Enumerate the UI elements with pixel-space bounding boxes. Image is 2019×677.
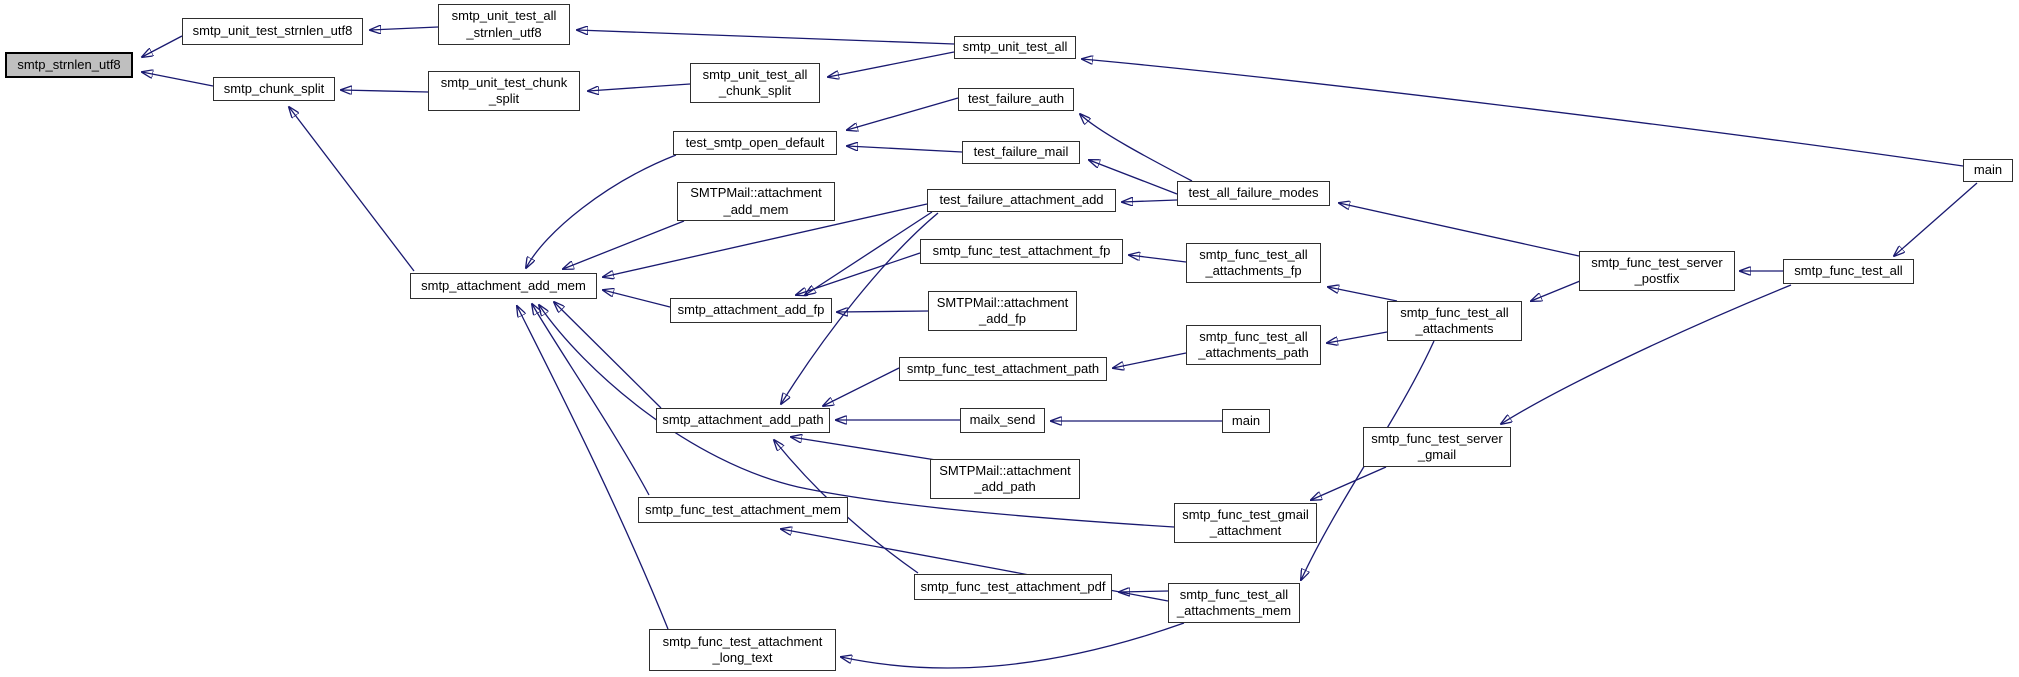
node-smtp-unit-test-chunk-split[interactable]: smtp_unit_test_chunk _split bbox=[428, 71, 580, 111]
edge-gmail_att-add_mem bbox=[539, 305, 1175, 528]
edge-open_default-add_mem bbox=[526, 154, 677, 268]
node-smtp-func-test-all-attachments[interactable]: smtp_func_test_all _attachments bbox=[1387, 301, 1522, 341]
node-smtp-chunk-split[interactable]: smtp_chunk_split bbox=[213, 77, 335, 101]
node-smtp-strnlen-utf8: smtp_strnlen_utf8 bbox=[5, 52, 133, 78]
node-test-all-failure-modes[interactable]: test_all_failure_modes bbox=[1177, 181, 1330, 206]
edge-server_postfix-all_failure bbox=[1339, 203, 1580, 257]
edge-all_chunk-unit_chunk bbox=[588, 83, 691, 91]
edge-all_atts-all_att_path bbox=[1327, 331, 1388, 343]
node-smtp-func-test-all-attachments-fp[interactable]: smtp_func_test_all _attachments_fp bbox=[1186, 243, 1321, 283]
node-smtp-unit-test-strnlen-utf8[interactable]: smtp_unit_test_strnlen_utf8 bbox=[182, 18, 363, 45]
edge-func_att_long-add_mem bbox=[517, 306, 669, 630]
node-smtp-func-test-attachment-pdf[interactable]: smtp_func_test_attachment_pdf bbox=[914, 574, 1112, 600]
edge-add_fp-add_mem bbox=[603, 290, 671, 308]
edge-chunk_split-strnlen bbox=[142, 72, 214, 87]
edge-server_postfix-all_atts bbox=[1531, 280, 1581, 301]
edge-failure_attach-add_path bbox=[781, 212, 939, 404]
edge-mail_add_mem-add_mem bbox=[563, 220, 685, 269]
edge-func_att_fp-add_fp bbox=[796, 252, 921, 295]
edge-server_gmail-gmail_att bbox=[1311, 466, 1387, 500]
edge-all_failure-failure_mail bbox=[1089, 160, 1178, 195]
node-smtp-func-test-all[interactable]: smtp_func_test_all bbox=[1783, 259, 1914, 284]
node-smtp-func-test-attachment-path[interactable]: smtp_func_test_attachment_path bbox=[899, 357, 1107, 381]
node-main-test[interactable]: main bbox=[1963, 159, 2013, 182]
edge-all_att_path-func_att_path bbox=[1113, 352, 1187, 368]
node-smtp-attachment-add-path[interactable]: smtp_attachment_add_path bbox=[656, 408, 830, 433]
node-smtpmail-attachment-add-path[interactable]: SMTPMail::attachment _add_path bbox=[930, 459, 1080, 499]
edge-failure_mail-open_default bbox=[847, 146, 963, 153]
node-test-failure-mail[interactable]: test_failure_mail bbox=[962, 141, 1080, 164]
node-test-failure-attachment-add[interactable]: test_failure_attachment_add bbox=[927, 189, 1116, 212]
edge-mail_add_path-add_path bbox=[791, 437, 937, 461]
edge-unit_all-all_chunk bbox=[828, 51, 955, 77]
edge-main_right-unit_all bbox=[1082, 59, 1964, 167]
node-test-smtp-open-default[interactable]: test_smtp_open_default bbox=[673, 131, 837, 155]
node-smtp-func-test-server-postfix[interactable]: smtp_func_test_server _postfix bbox=[1579, 251, 1735, 291]
edge-all_att_mem-func_att_long bbox=[841, 622, 1185, 669]
node-smtp-unit-test-all-strnlen-utf8[interactable]: smtp_unit_test_all _strnlen_utf8 bbox=[438, 4, 570, 45]
node-smtp-func-test-attachment-mem[interactable]: smtp_func_test_attachment_mem bbox=[638, 497, 848, 523]
edge-func_att_path-add_path bbox=[823, 367, 900, 406]
node-smtp-attachment-add-mem[interactable]: smtp_attachment_add_mem bbox=[410, 273, 597, 299]
node-smtp-unit-test-all[interactable]: smtp_unit_test_all bbox=[954, 36, 1076, 59]
edge-func_all-server_gmail bbox=[1501, 284, 1792, 424]
node-test-failure-auth[interactable]: test_failure_auth bbox=[958, 88, 1074, 111]
edge-all_att_mem-func_att_pdf bbox=[1119, 591, 1169, 592]
edge-unit_all-all_strnlen bbox=[577, 30, 955, 45]
edge-add_mem-chunk_split bbox=[289, 107, 415, 272]
edge-all_atts-all_att_fp bbox=[1328, 287, 1398, 302]
edge-func_att_mem-add_mem bbox=[532, 304, 650, 496]
node-smtp-func-test-server-gmail[interactable]: smtp_func_test_server _gmail bbox=[1363, 427, 1511, 467]
edge-failure_auth-open_default bbox=[847, 97, 959, 130]
edge-add_path-add_mem bbox=[554, 302, 662, 409]
node-smtp-attachment-add-fp[interactable]: smtp_attachment_add_fp bbox=[670, 298, 832, 323]
node-smtp-func-test-gmail-attachment[interactable]: smtp_func_test_gmail _attachment bbox=[1174, 503, 1317, 543]
node-smtp-func-test-attachment-long-text[interactable]: smtp_func_test_attachment _long_text bbox=[649, 629, 836, 671]
edge-all_strnlen-unit_strnlen bbox=[370, 27, 439, 30]
edge-all_failure-failure_attach bbox=[1122, 200, 1178, 202]
node-smtp-func-test-attachment-fp[interactable]: smtp_func_test_attachment_fp bbox=[920, 239, 1123, 264]
edge-main_right-func_all bbox=[1894, 182, 1978, 256]
edge-all_att_fp-func_att_fp bbox=[1129, 255, 1187, 263]
node-main-mailx[interactable]: main bbox=[1222, 409, 1270, 433]
node-smtpmail-attachment-add-mem[interactable]: SMTPMail::attachment _add_mem bbox=[677, 182, 835, 221]
edge-failure_attach-add_fp bbox=[805, 211, 933, 295]
node-smtp-func-test-all-attachments-mem[interactable]: smtp_func_test_all _attachments_mem bbox=[1168, 583, 1300, 623]
node-smtp-unit-test-all-chunk-split[interactable]: smtp_unit_test_all _chunk_split bbox=[690, 63, 820, 103]
node-mailx-send[interactable]: mailx_send bbox=[960, 408, 1045, 433]
edge-all_failure-failure_auth bbox=[1080, 114, 1193, 182]
edge-unit_chunk-chunk_split bbox=[341, 90, 429, 92]
edge-mail_add_fp-add_fp bbox=[837, 311, 929, 312]
node-smtp-func-test-all-attachments-path[interactable]: smtp_func_test_all _attachments_path bbox=[1186, 325, 1321, 365]
edge-failure_attach-add_mem bbox=[603, 203, 928, 277]
edge-unit_strnlen-strnlen bbox=[142, 35, 183, 57]
node-smtpmail-attachment-add-fp[interactable]: SMTPMail::attachment _add_fp bbox=[928, 291, 1077, 331]
